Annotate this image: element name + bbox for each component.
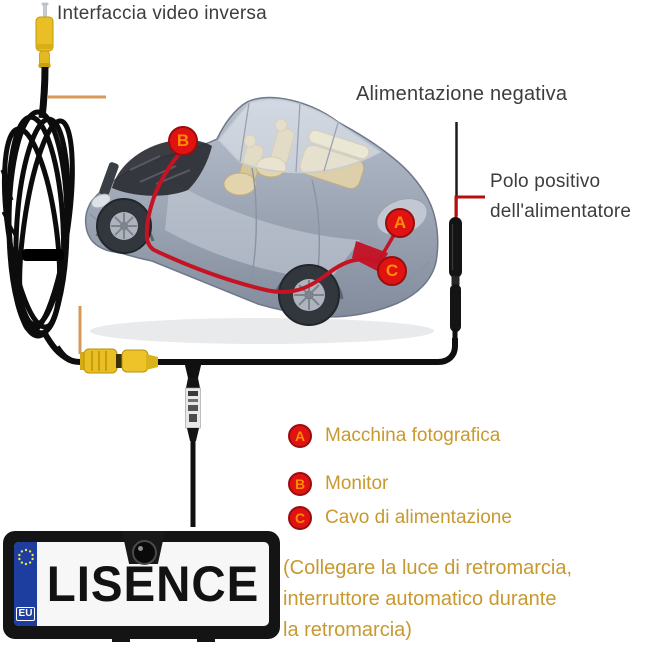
label-negative-power: Alimentazione negativa (356, 83, 568, 105)
license-plate-inner: EU LISENCE (14, 542, 269, 626)
eu-strip: EU (14, 542, 37, 626)
rca-connector-icon (35, 2, 54, 119)
positive-wire (454, 195, 485, 218)
legend-item-camera: A Macchina fotografica (288, 424, 500, 448)
label-positive-pole: Polo positivo dell'alimentatore (490, 167, 631, 227)
legend-badge-a: A (288, 424, 312, 448)
marker-badge-a: A (385, 208, 415, 238)
legend-label-camera: Macchina fotografica (325, 425, 501, 446)
marker-badge-b: B (168, 126, 198, 156)
camera-lens-icon (132, 540, 157, 565)
legend-label-monitor: Monitor (325, 473, 389, 494)
install-note-line3: la retromarcia) (283, 619, 412, 641)
plate-notch (197, 636, 215, 642)
video-connector-pair-icon (80, 348, 158, 374)
main-cable (54, 338, 458, 365)
legend-label-power-cable: Cavo di alimentazione (325, 507, 512, 528)
label-video-interface: Interfaccia video inversa (57, 3, 267, 24)
cable-coil-icon (0, 109, 75, 363)
car-seats (223, 118, 370, 196)
legend-badge-b: B (288, 472, 312, 496)
legend-badge-c: C (288, 506, 312, 530)
legend-item-power-cable: C Cavo di alimentazione (288, 506, 512, 530)
marker-badge-c: C (377, 256, 407, 286)
camera-branch-cable (184, 361, 202, 527)
install-note: (Collegare la luce di retromarcia, inter… (283, 553, 649, 646)
eu-stars-icon (17, 548, 34, 566)
car-pillars (239, 101, 339, 173)
power-connector-icon (449, 122, 485, 350)
car-shadow (90, 318, 434, 344)
legend-item-monitor: B Monitor (288, 472, 388, 496)
leader-lines (48, 95, 106, 354)
eu-region-label: EU (15, 607, 36, 621)
car-wheels (95, 198, 344, 326)
plate-text: LISENCE (46, 556, 260, 612)
car-floor (165, 180, 360, 280)
car-glasshouse (218, 98, 382, 174)
license-plate: EU LISENCE (3, 531, 280, 639)
install-note-line1: (Collegare la luce di retromarcia, (283, 557, 573, 579)
plate-notch (112, 636, 130, 642)
label-positive-pole-line2: dell'alimentatore (490, 201, 632, 222)
install-note-line2: interruttore automatico durante (283, 588, 557, 610)
label-positive-pole-line1: Polo positivo (490, 171, 601, 192)
car-headlight (91, 193, 111, 209)
